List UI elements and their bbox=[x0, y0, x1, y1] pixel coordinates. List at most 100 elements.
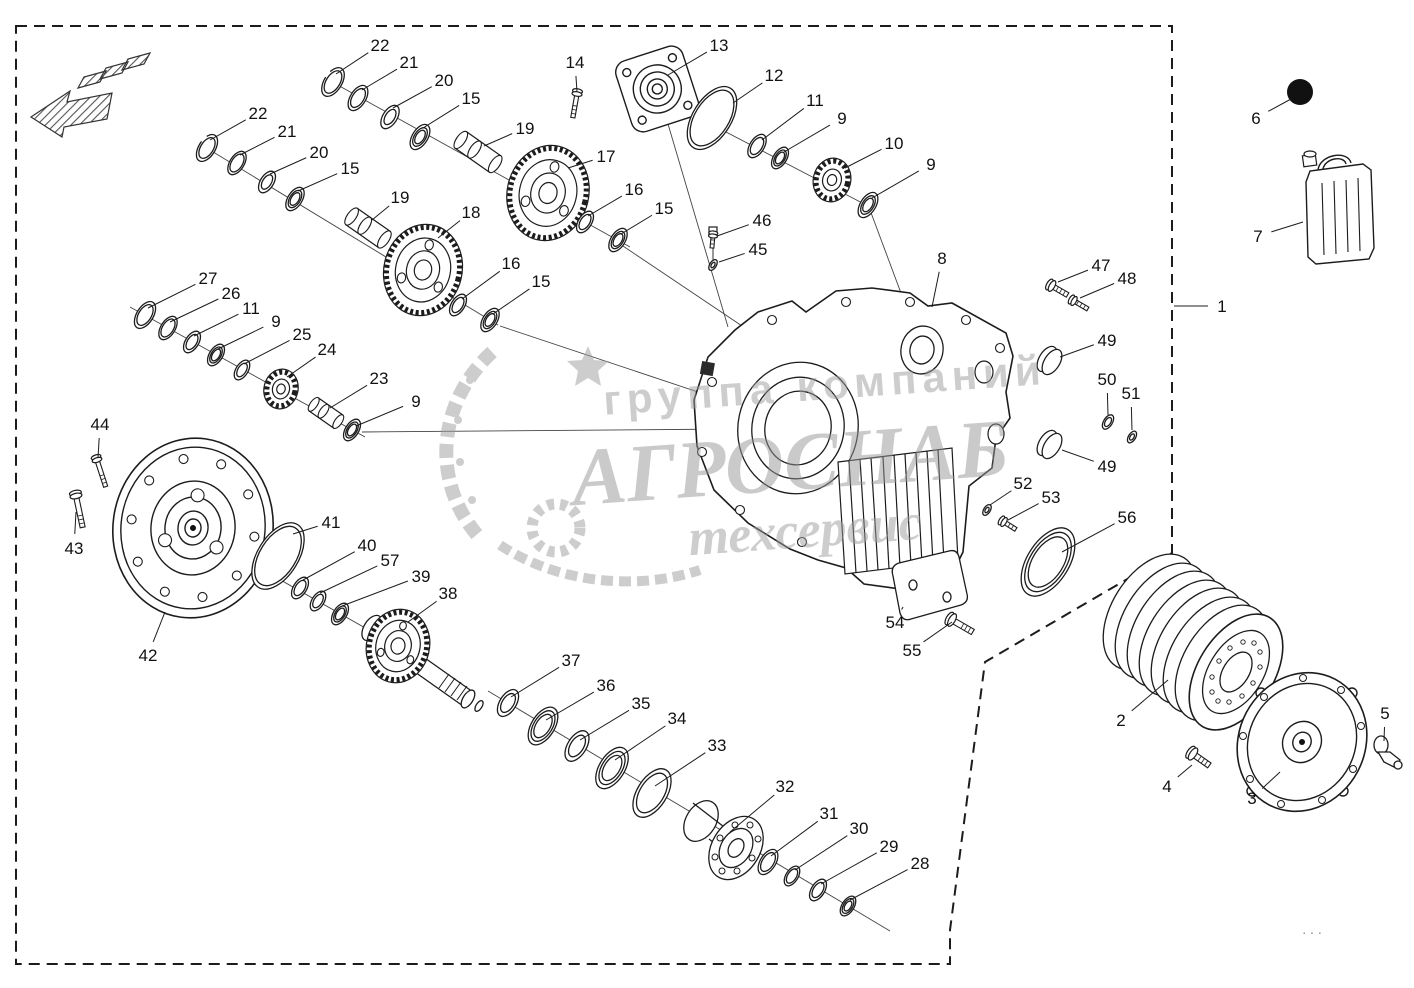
circlip-22a bbox=[321, 67, 345, 97]
part-label-9: 9 bbox=[837, 109, 846, 128]
leader-line-55 bbox=[923, 621, 953, 643]
leader-line-5 bbox=[1383, 726, 1386, 742]
oring-12 bbox=[686, 85, 738, 151]
part-label-30: 30 bbox=[850, 819, 869, 838]
bearing-15d bbox=[480, 307, 500, 333]
part-label-8: 8 bbox=[937, 249, 946, 268]
bearing-39 bbox=[330, 602, 350, 626]
gasket-plate bbox=[891, 549, 969, 621]
leader-line-24 bbox=[286, 356, 316, 378]
leader-line-32 bbox=[729, 794, 775, 833]
part-label-23: 23 bbox=[370, 369, 389, 388]
leader-line-15 bbox=[422, 104, 460, 129]
seal-56 bbox=[1020, 527, 1076, 597]
part-label-15: 15 bbox=[655, 199, 674, 218]
leader-line-3 bbox=[1261, 771, 1281, 789]
ring-11b bbox=[182, 330, 202, 354]
leader-line-8 bbox=[931, 271, 940, 308]
leader-line-4 bbox=[1177, 764, 1193, 778]
part-label-47: 47 bbox=[1092, 256, 1111, 275]
ring-50 bbox=[1101, 414, 1115, 430]
leader-line-56 bbox=[1061, 523, 1115, 553]
ring-33 bbox=[632, 768, 672, 818]
bolt-43 bbox=[68, 489, 86, 529]
part-label-9: 9 bbox=[926, 155, 935, 174]
pin-19a bbox=[453, 130, 503, 174]
part-label-16: 16 bbox=[502, 254, 521, 273]
washer-20b bbox=[257, 170, 277, 194]
part-label-9: 9 bbox=[271, 312, 280, 331]
part-label-55: 55 bbox=[903, 641, 922, 660]
leader-line-46 bbox=[716, 224, 749, 237]
leader-line-9 bbox=[355, 405, 404, 427]
leader-line-19 bbox=[483, 133, 513, 147]
leader-line-13 bbox=[667, 51, 708, 76]
part-label-41: 41 bbox=[322, 513, 341, 532]
corner-ellipsis: . . . bbox=[1302, 921, 1321, 937]
belt-pulley bbox=[1102, 553, 1284, 731]
part-label-19: 19 bbox=[391, 188, 410, 207]
part-label-1: 1 bbox=[1217, 297, 1226, 316]
leader-line-40 bbox=[302, 551, 355, 581]
leader-line-45 bbox=[718, 252, 745, 263]
part-label-5: 5 bbox=[1380, 704, 1389, 723]
ring-16b bbox=[448, 293, 468, 317]
part-label-46: 46 bbox=[753, 211, 772, 230]
output-hub bbox=[683, 800, 764, 881]
part-label-40: 40 bbox=[358, 536, 377, 555]
part-label-48: 48 bbox=[1118, 269, 1137, 288]
gearbox-housing bbox=[693, 287, 1014, 591]
bearing-9d bbox=[342, 418, 362, 442]
ring-26 bbox=[158, 315, 178, 341]
part-label-16: 16 bbox=[625, 180, 644, 199]
part-label-15: 15 bbox=[532, 272, 551, 291]
leader-line-37 bbox=[510, 666, 560, 698]
leader-line-23 bbox=[329, 384, 368, 409]
gear-18 bbox=[382, 223, 464, 317]
ring-57 bbox=[309, 590, 327, 612]
part-label-32: 32 bbox=[776, 777, 795, 796]
leader-line-52 bbox=[989, 490, 1012, 506]
watermark: группа компаний АГРОСНАБ техсервис bbox=[439, 346, 1048, 587]
leader-line-15 bbox=[620, 214, 653, 235]
leader-line-35 bbox=[579, 709, 630, 741]
gear-38 bbox=[365, 608, 431, 684]
part-label-20: 20 bbox=[310, 143, 329, 162]
leader-line-21 bbox=[361, 68, 398, 91]
ring-29 bbox=[808, 878, 828, 902]
ring-25 bbox=[233, 359, 251, 381]
bearing-15b bbox=[285, 186, 305, 212]
leader-line-25 bbox=[243, 339, 290, 365]
part-label-56: 56 bbox=[1118, 508, 1137, 527]
part-label-10: 10 bbox=[885, 134, 904, 153]
bolt-47 bbox=[1044, 278, 1070, 298]
part-label-51: 51 bbox=[1122, 384, 1141, 403]
ring-40 bbox=[290, 576, 310, 600]
housing-bolt-holes bbox=[696, 296, 1006, 548]
leader-line-7 bbox=[1271, 221, 1304, 233]
bolt-55 bbox=[944, 611, 976, 636]
part-label-6: 6 bbox=[1251, 109, 1260, 128]
part-label-35: 35 bbox=[632, 694, 651, 713]
leader-line-15 bbox=[297, 173, 338, 192]
part-label-39: 39 bbox=[412, 567, 431, 586]
part-label-21: 21 bbox=[400, 53, 419, 72]
dashed-border bbox=[15, 25, 1173, 965]
part-label-20: 20 bbox=[435, 71, 454, 90]
part-label-44: 44 bbox=[91, 415, 110, 434]
oil-canister bbox=[1301, 150, 1375, 265]
part-label-26: 26 bbox=[222, 284, 241, 303]
part-label-3: 3 bbox=[1247, 789, 1256, 808]
bearing-15a bbox=[409, 123, 431, 151]
bolt-14 bbox=[570, 88, 584, 119]
leader-line-22 bbox=[335, 52, 369, 75]
seal-28 bbox=[839, 895, 857, 917]
plug-49a bbox=[1036, 345, 1063, 376]
part-label-18: 18 bbox=[462, 203, 481, 222]
part-label-27: 27 bbox=[199, 269, 218, 288]
leader-line-43 bbox=[74, 511, 77, 535]
part-label-12: 12 bbox=[765, 66, 784, 85]
leader-line-49 bbox=[1059, 344, 1095, 358]
